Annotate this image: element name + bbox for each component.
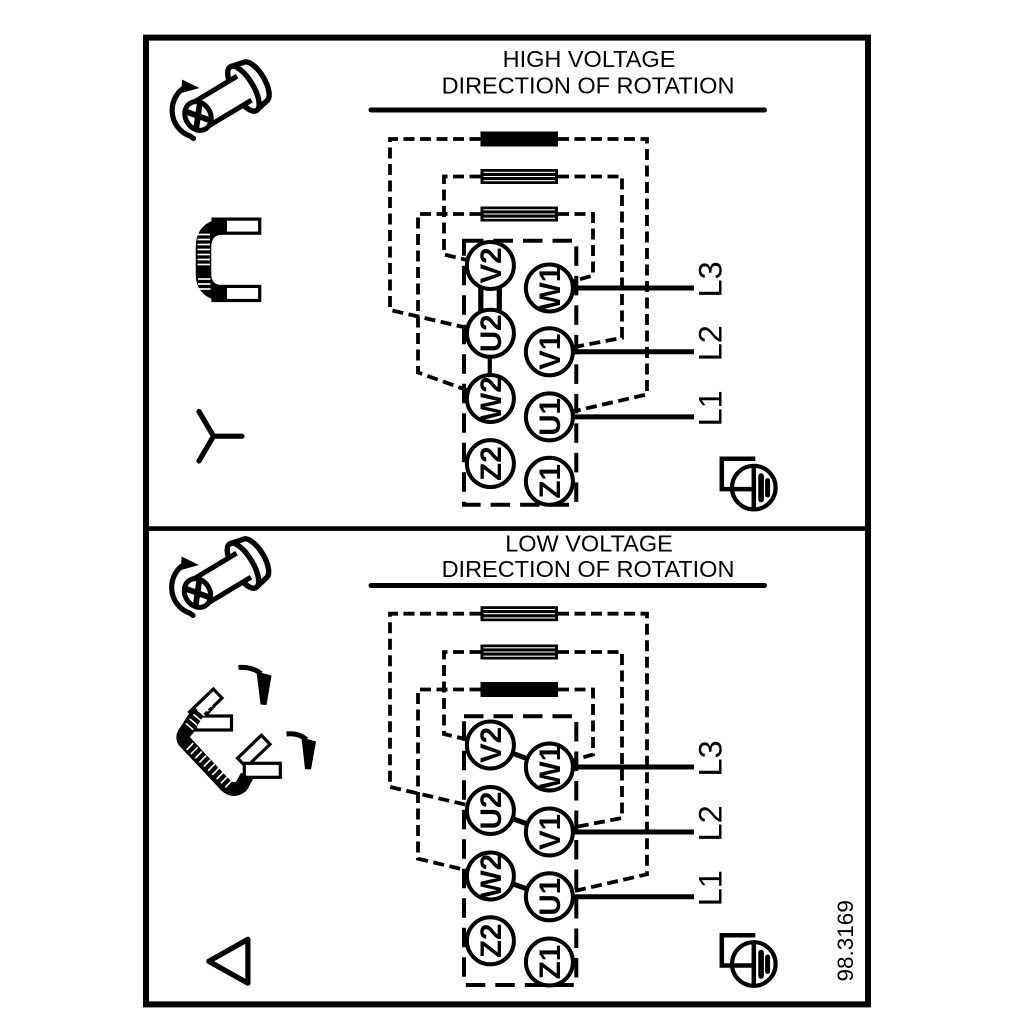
svg-text:W1: W1 [534,745,567,789]
svg-text:DIRECTION OF ROTATION: DIRECTION OF ROTATION [442,73,735,99]
svg-text:W1: W1 [534,266,567,310]
svg-text:DIRECTION OF ROTATION: DIRECTION OF ROTATION [442,556,735,582]
svg-text:U1: U1 [534,398,567,436]
svg-text:98.3169: 98.3169 [833,900,858,981]
svg-text:L3: L3 [693,261,729,297]
svg-text:HIGH VOLTAGE: HIGH VOLTAGE [503,46,676,72]
svg-text:W2: W2 [475,854,508,898]
svg-text:V2: V2 [475,247,508,283]
svg-text:Z2: Z2 [475,924,508,958]
svg-text:L2: L2 [693,805,729,841]
svg-text:L2: L2 [693,325,729,361]
svg-text:U1: U1 [534,878,567,916]
svg-text:V2: V2 [475,727,508,763]
svg-text:U2: U2 [475,792,508,830]
svg-text:L1: L1 [693,390,729,426]
svg-text:U2: U2 [475,314,508,352]
svg-text:Z1: Z1 [534,945,567,979]
svg-text:LOW VOLTAGE: LOW VOLTAGE [505,531,673,557]
svg-text:W2: W2 [475,376,508,420]
svg-text:L3: L3 [693,740,729,776]
svg-text:Z2: Z2 [475,446,508,480]
svg-text:V1: V1 [534,814,567,850]
svg-text:L1: L1 [693,870,729,906]
svg-text:V1: V1 [534,334,567,370]
svg-text:Z1: Z1 [534,464,567,498]
